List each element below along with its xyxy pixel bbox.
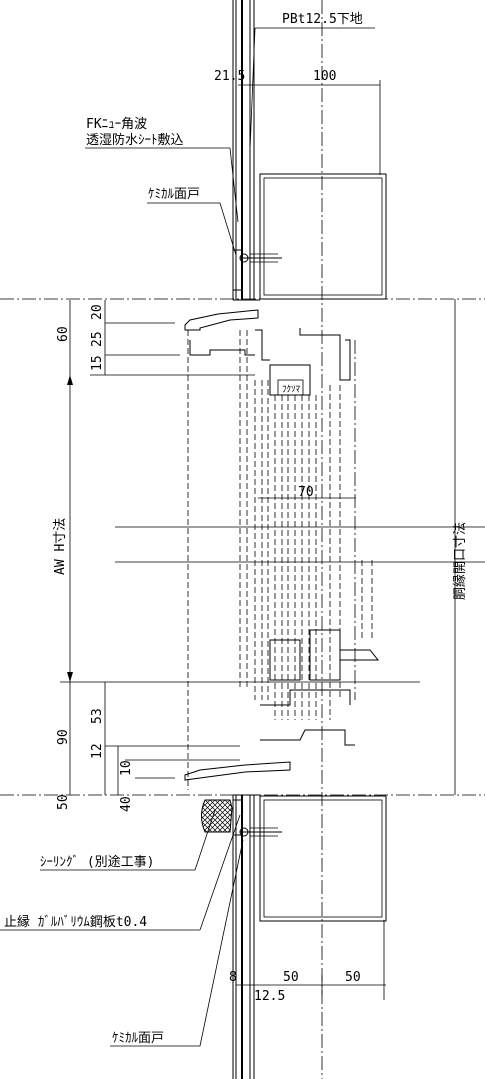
dim-20: 20 bbox=[90, 304, 105, 320]
dim-60: 60 bbox=[56, 326, 71, 342]
label-sealing: ｼｰﾘﾝｸﾞ (別途工事) bbox=[40, 854, 154, 870]
dim-70: 70 bbox=[298, 485, 314, 500]
label-flashing: 止縁 ｶﾞﾙﾊﾞﾘｳﾑ鋼板t0.4 bbox=[4, 914, 147, 930]
sealing-material bbox=[201, 799, 233, 833]
label-chemical-bottom: ｹﾐｶﾙ面戸 bbox=[112, 1031, 164, 1046]
dim-25: 25 bbox=[90, 331, 105, 347]
label-fk-line1: FKﾆｭｰ角波 bbox=[86, 117, 147, 132]
label-opening: 胴縁開口寸法 bbox=[452, 522, 468, 600]
chemical-filler-bottom bbox=[232, 799, 243, 836]
label-chemical-top: ｹﾐｶﾙ面戸 bbox=[148, 187, 200, 202]
dim-40: 40 bbox=[119, 796, 134, 812]
wall-section bbox=[232, 0, 260, 1079]
screw-top bbox=[239, 253, 282, 263]
label-fk-line2: 透湿防水ｼｰﾄ敷込 bbox=[86, 132, 184, 148]
dim-21-5: 21.5 bbox=[214, 69, 245, 84]
dim-90: 90 bbox=[56, 729, 71, 745]
label-aw-height: AW H寸法 bbox=[53, 518, 68, 575]
dim-15: 15 bbox=[90, 355, 105, 371]
window-frame bbox=[184, 309, 380, 781]
steel-member-bottom bbox=[259, 795, 387, 922]
leader-lines bbox=[0, 27, 375, 1047]
screw-bottom bbox=[239, 827, 282, 837]
label-inner: ﾌｸｿﾏ bbox=[282, 384, 301, 395]
dim-53: 53 bbox=[90, 708, 105, 724]
label-pb-board: PBt12.5下地 bbox=[282, 12, 363, 27]
dim-50-mid: 50 bbox=[283, 970, 299, 985]
chemical-filler-top bbox=[232, 249, 243, 291]
dim-10: 10 bbox=[119, 760, 134, 776]
dim-8: 8 bbox=[229, 970, 237, 985]
dim-50-left: 50 bbox=[56, 794, 71, 810]
glazing-lines bbox=[187, 330, 373, 790]
dim-100: 100 bbox=[313, 69, 336, 84]
dim-50-right: 50 bbox=[345, 970, 361, 985]
dim-12-5: 12.5 bbox=[254, 989, 285, 1004]
dimension-lines bbox=[67, 84, 456, 1005]
dim-12: 12 bbox=[90, 743, 105, 759]
steel-member-top bbox=[259, 173, 387, 300]
